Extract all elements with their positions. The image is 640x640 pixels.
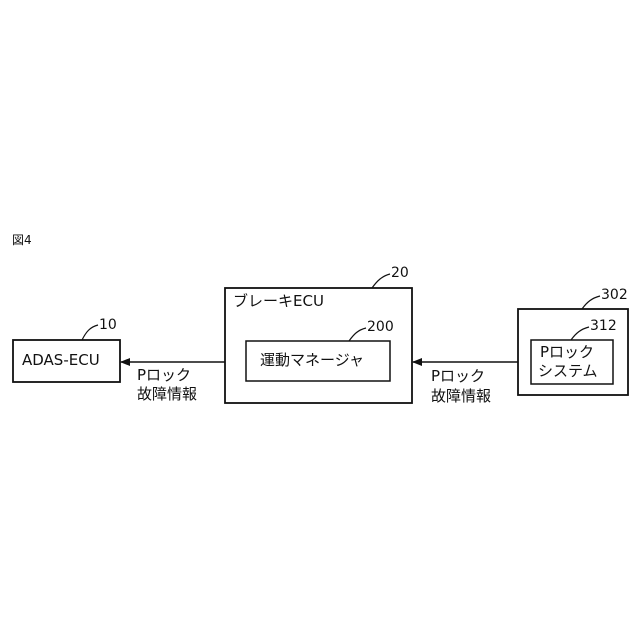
- motion-manager-leader-line: [349, 328, 366, 341]
- p-lock-unit-leader-line: [582, 296, 600, 309]
- p-lock-system-label-line1: Pロック: [540, 345, 594, 360]
- brake-ecu-leader-line: [372, 274, 390, 288]
- brake-ecu-ref: 20: [391, 266, 409, 280]
- arrow-plock-to-brake-label-line2: 故障情報: [431, 389, 491, 404]
- motion-manager-label: 運動マネージャ: [260, 353, 364, 368]
- arrow-plock-to-brake-label-line1: Pロック: [431, 369, 485, 384]
- motion-manager-ref: 200: [367, 320, 394, 334]
- p-lock-system-label-line2: システム: [538, 364, 598, 379]
- arrow-brake-to-adas-label-line2: 故障情報: [137, 387, 197, 402]
- adas-ecu-leader-line: [82, 325, 98, 340]
- figure-label: 図4: [12, 234, 32, 246]
- adas-ecu-label: ADAS-ECU: [22, 353, 100, 368]
- p-lock-unit-ref: 302: [601, 288, 628, 302]
- p-lock-system-leader-line: [571, 327, 589, 340]
- brake-ecu-label: ブレーキECU: [233, 294, 324, 309]
- adas-ecu-ref: 10: [99, 318, 117, 332]
- arrow-brake-to-adas-label-line1: Pロック: [137, 368, 191, 383]
- p-lock-system-ref: 312: [590, 319, 617, 333]
